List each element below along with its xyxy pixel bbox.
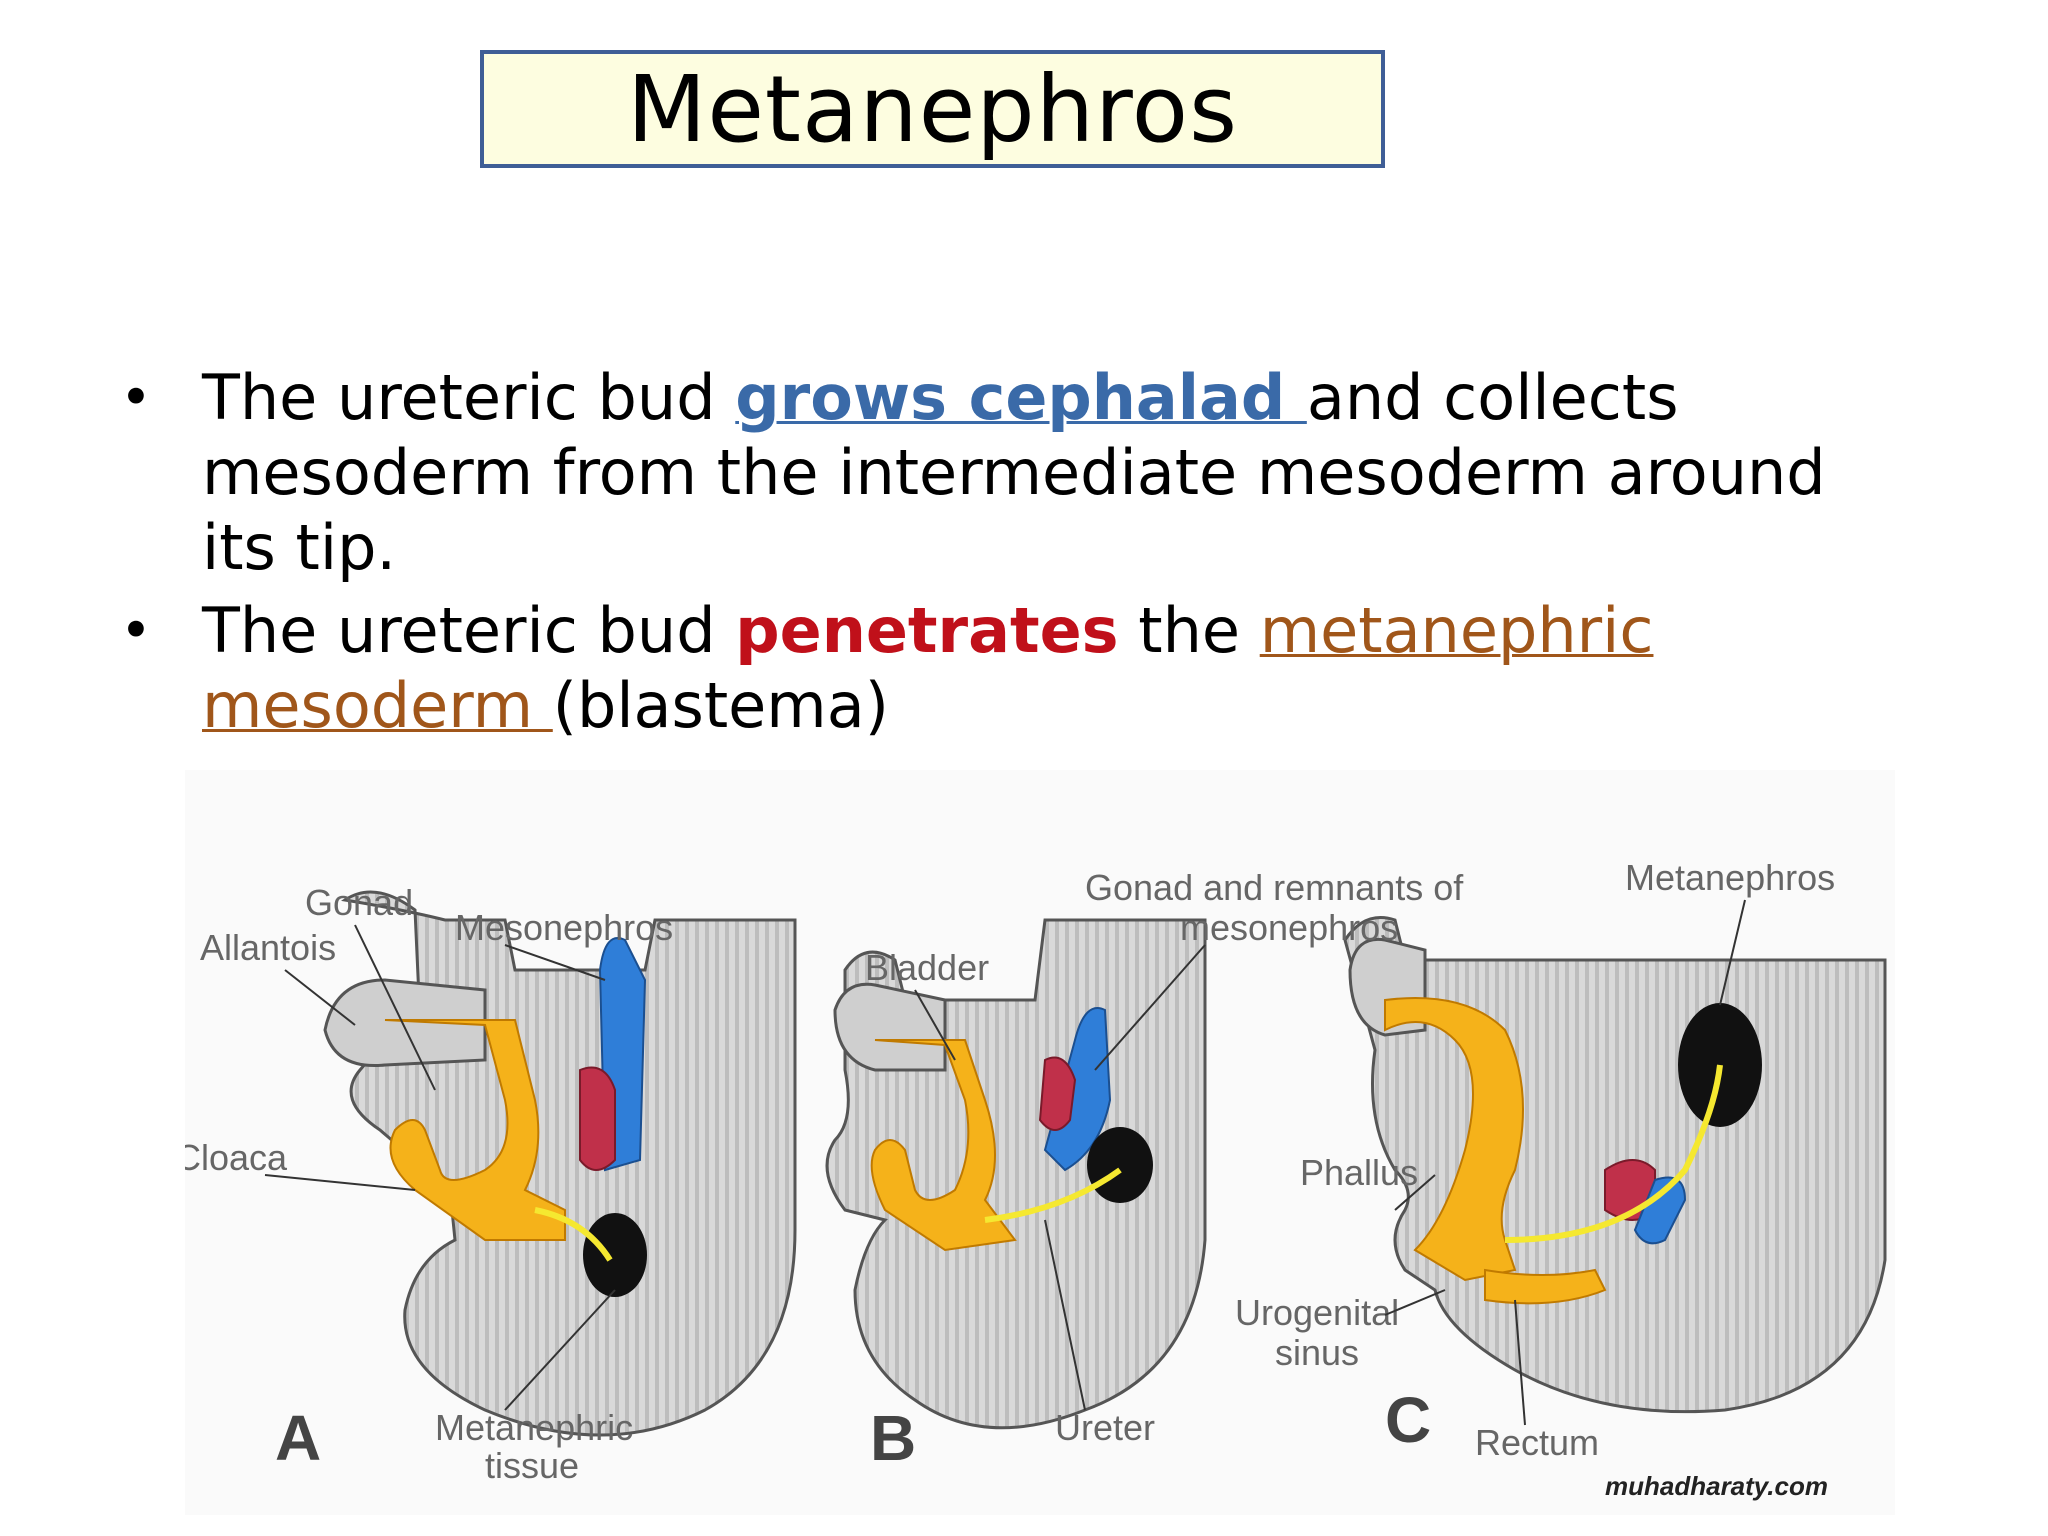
bladder-shape bbox=[833, 982, 947, 1072]
watermark-text: muhadharaty.com bbox=[1605, 1471, 1828, 1501]
leader-ureter bbox=[1044, 1219, 1086, 1411]
panel-letter-c: C bbox=[1385, 1384, 1431, 1456]
panel-a: Gonad Allantois Mesonephros Cloaca Metan… bbox=[185, 882, 797, 1486]
metanephric-tissue-a bbox=[583, 1213, 647, 1297]
bullet-2-post: (blastema) bbox=[552, 669, 889, 742]
bullet-2-pre: The ureteric bud bbox=[202, 594, 736, 667]
label-urogenital-2: sinus bbox=[1275, 1332, 1359, 1373]
label-bladder: Bladder bbox=[865, 947, 989, 988]
bullet-1-post: and collects mesoderm from the intermedi… bbox=[202, 361, 1826, 584]
label-metanephros: Metanephros bbox=[1625, 857, 1835, 898]
metanephric-tissue-b bbox=[1087, 1127, 1153, 1203]
gonad-shape-b bbox=[1038, 1056, 1077, 1131]
panel-letter-b: B bbox=[870, 1402, 916, 1474]
leader-rectum bbox=[1514, 1299, 1526, 1426]
rectum-shape bbox=[1484, 1268, 1607, 1305]
bullet-2-highlight-metanephric: metanephric mesoderm bbox=[202, 594, 1654, 742]
bullet-list: • The ureteric bud grows cephalad and co… bbox=[120, 360, 1900, 751]
ureteric-bud-a bbox=[534, 1207, 613, 1262]
leader-metanephric bbox=[504, 1289, 616, 1411]
bullet-2-highlight-penetrates: penetrates bbox=[735, 594, 1119, 667]
label-gonad-a: Gonad bbox=[305, 882, 413, 923]
leader-gonad-remnants bbox=[1094, 944, 1206, 1071]
leader-allantois bbox=[284, 969, 356, 1026]
leader-mesonephros bbox=[504, 944, 606, 981]
label-phallus: Phallus bbox=[1300, 1152, 1418, 1193]
cloaca-shape-b bbox=[870, 1039, 1017, 1252]
label-gonad-remnants-1: Gonad and remnants of bbox=[1085, 867, 1464, 908]
label-mesonephros: Mesonephros bbox=[455, 907, 673, 948]
bullet-icon: • bbox=[120, 366, 152, 429]
bullet-item-1: • The ureteric bud grows cephalad and co… bbox=[120, 360, 1900, 585]
leader-metanephros bbox=[1719, 899, 1746, 1006]
panel-letter-a: A bbox=[275, 1402, 321, 1474]
label-metanephric-tissue-2: tissue bbox=[485, 1445, 579, 1486]
mesonephros-remnant-c bbox=[1633, 1176, 1687, 1245]
leader-phallus bbox=[1394, 1174, 1436, 1211]
bullet-1-highlight: grows cephalad bbox=[735, 361, 1307, 434]
label-gonad-remnants-2: mesonephros bbox=[1180, 907, 1398, 948]
mesonephros-shape-b bbox=[1043, 1007, 1112, 1172]
bullet-2-mid: the bbox=[1118, 594, 1260, 667]
ureter-c bbox=[1504, 1064, 1723, 1243]
leader-urogenital bbox=[1384, 1289, 1446, 1316]
label-allantois: Allantois bbox=[200, 927, 336, 968]
label-metanephric-tissue-1: Metanephric bbox=[435, 1407, 633, 1448]
leader-cloaca bbox=[264, 1174, 416, 1191]
leader-gonad-a bbox=[354, 924, 436, 1091]
panel-b: Bladder Ureter B bbox=[825, 918, 1207, 1474]
label-rectum: Rectum bbox=[1475, 1422, 1599, 1463]
label-ureter: Ureter bbox=[1055, 1407, 1155, 1448]
panel-c: Gonad and remnants of mesonephros Metane… bbox=[1085, 857, 1887, 1501]
label-cloaca: Cloaca bbox=[185, 1137, 288, 1178]
slide-title: Metanephros bbox=[626, 55, 1239, 163]
title-box: Metanephros bbox=[480, 50, 1385, 168]
leader-bladder bbox=[914, 989, 956, 1061]
figure-illustration: Gonad Allantois Mesonephros Cloaca Metan… bbox=[185, 770, 1895, 1515]
gonad-shape-a bbox=[579, 1066, 616, 1171]
bullet-icon: • bbox=[120, 599, 152, 662]
ureter-b bbox=[984, 1167, 1122, 1223]
label-urogenital-1: Urogenital bbox=[1235, 1292, 1399, 1333]
bullet-item-2: • The ureteric bud penetrates the metane… bbox=[120, 593, 1900, 743]
embryology-figure: Gonad Allantois Mesonephros Cloaca Metan… bbox=[185, 770, 1895, 1515]
cloaca-shape bbox=[384, 1019, 566, 1241]
bullet-1-pre: The ureteric bud bbox=[202, 361, 736, 434]
